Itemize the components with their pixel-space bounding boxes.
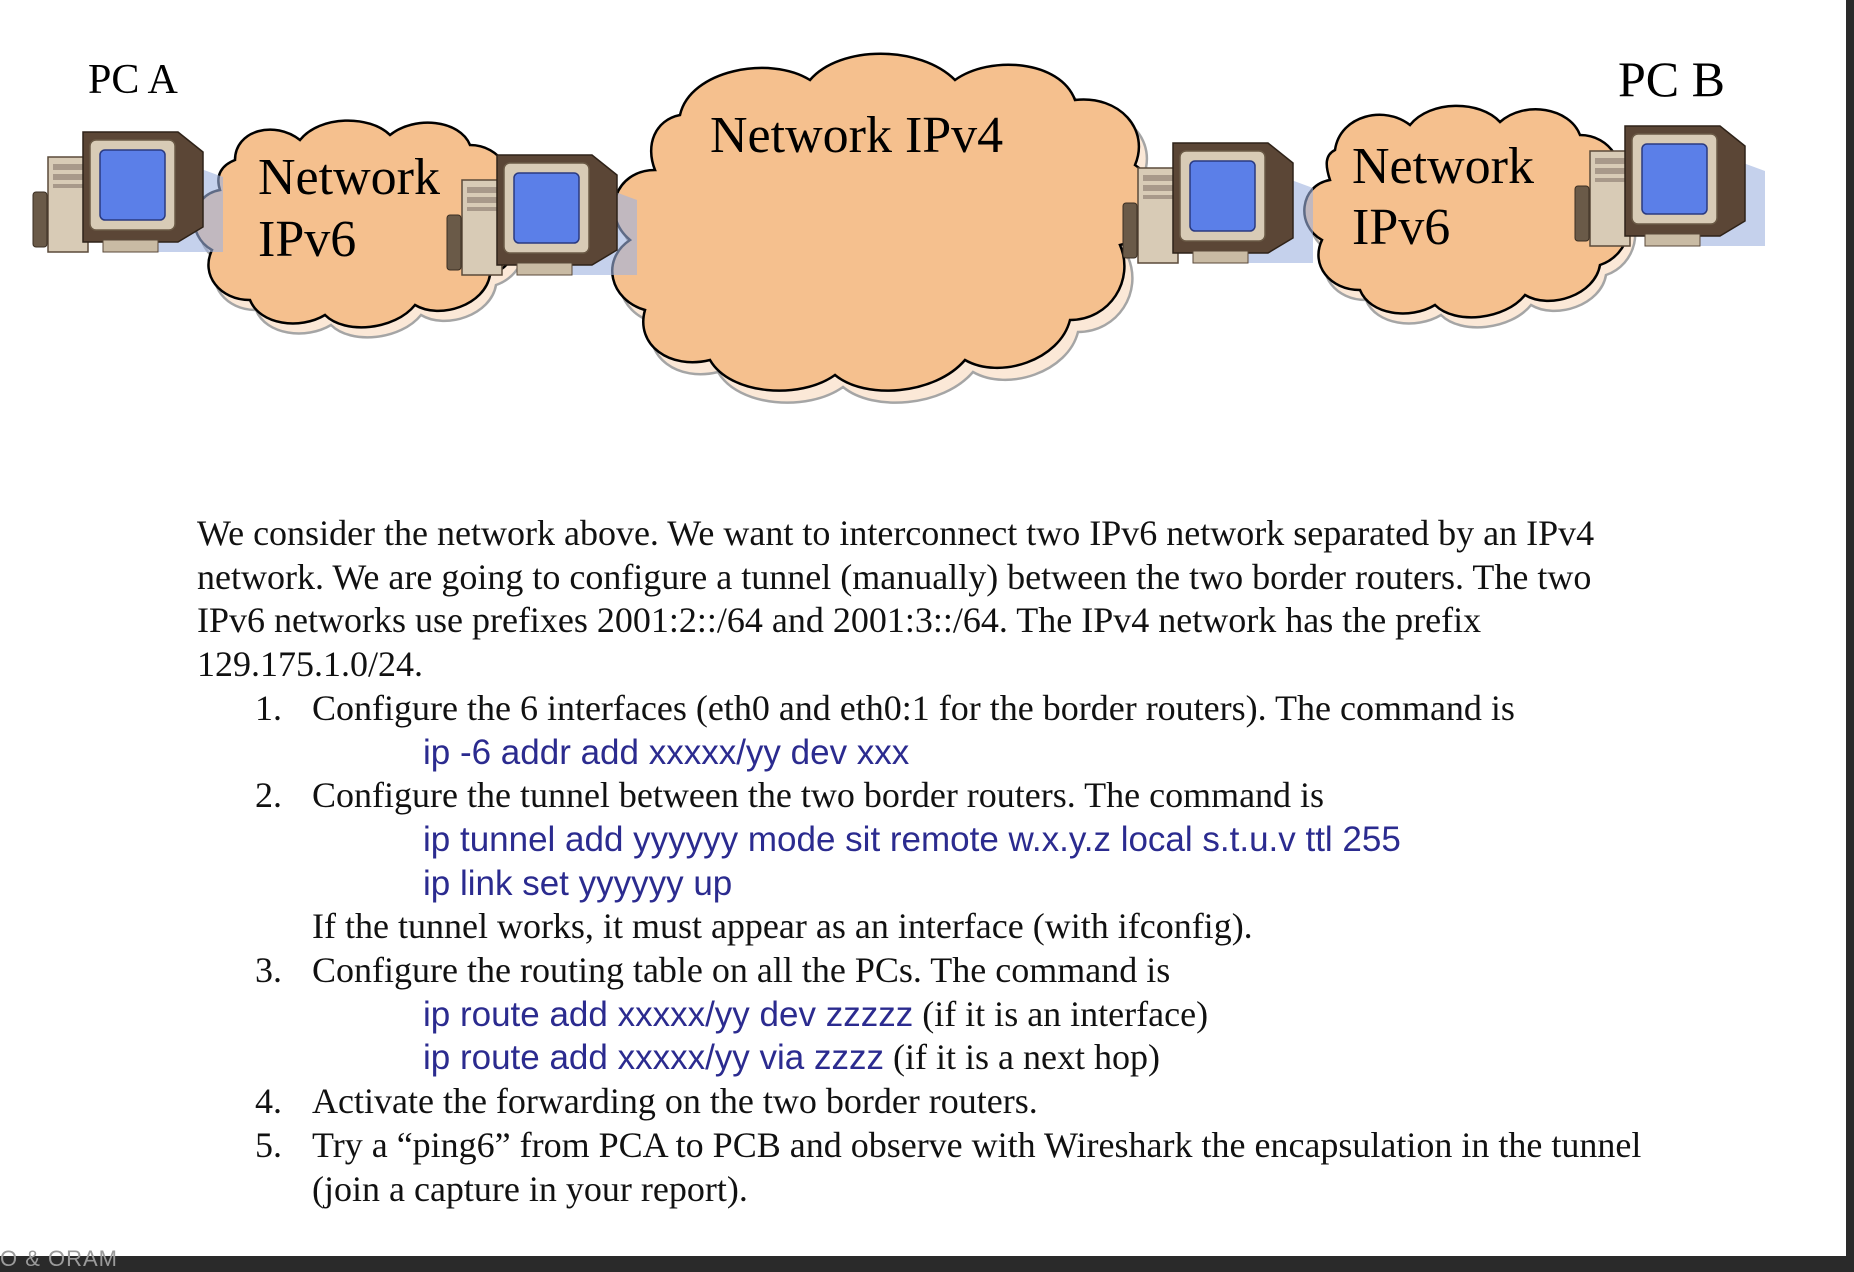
command-row: ip route add xxxxx/yy via zzzz (if it is… (312, 1036, 1657, 1080)
footer-fragment: O & ORAM (0, 1246, 119, 1271)
step-number: 4. (255, 1081, 282, 1122)
step-number: 5. (255, 1124, 282, 1165)
window-bottom-edge (0, 1256, 1854, 1268)
step-4: 4. Activate the forwarding on the two bo… (197, 1080, 1657, 1124)
pc-a-computer-icon (32, 131, 224, 253)
right-router-computer-icon (1122, 142, 1314, 264)
step-number: 1. (255, 687, 282, 728)
ipv4-cloud-label: Network IPv4 (710, 107, 1003, 164)
command-line: ip link set yyyyyy up (423, 863, 733, 903)
command-line: ip tunnel add yyyyyy mode sit remote w.x… (423, 819, 1401, 859)
network-diagram: PC A PC B Network IPv4 Network IPv6 Netw… (32, 51, 1766, 404)
step-text: Configure the 6 interfaces (eth0 and eth… (312, 687, 1515, 728)
step-1: 1. Configure the 6 interfaces (eth0 and … (197, 687, 1657, 774)
pc-b-label: PC B (1618, 51, 1725, 107)
right-cloud-label-line1: Network (1352, 138, 1534, 195)
step-number: 2. (255, 775, 282, 816)
step-followup-text: If the tunnel works, it must appear as a… (312, 906, 1253, 947)
step-text: Configure the routing table on all the P… (312, 950, 1171, 991)
step-text: Try a “ping6” from PCA to PCB and observ… (312, 1124, 1642, 1209)
step-text: Activate the forwarding on the two borde… (312, 1081, 1038, 1122)
left-cloud-label-line2: IPv6 (258, 211, 356, 268)
right-cloud-label-line2: IPv6 (1352, 199, 1450, 256)
step-5: 5. Try a “ping6” from PCA to PCB and obs… (197, 1124, 1657, 1211)
command-line: ip route add xxxxx/yy via zzzz (423, 1038, 884, 1078)
intro-paragraph: We consider the network above. We want t… (197, 513, 1595, 685)
step-3: 3. Configure the routing table on all th… (197, 949, 1657, 1080)
exercise-text: We consider the network above. We want t… (197, 512, 1657, 1211)
command-line: ip route add xxxxx/yy dev zzzzz (423, 994, 914, 1034)
step-text: Configure the tunnel between the two bor… (312, 775, 1325, 816)
command-note: (if it is an interface) (913, 993, 1209, 1034)
command-line: ip -6 addr add xxxxx/yy dev xxx (423, 732, 910, 772)
step-number: 3. (255, 950, 282, 991)
step-2: 2. Configure the tunnel between the two … (197, 774, 1657, 949)
command-note: (if it is a next hop) (884, 1037, 1160, 1078)
command-row: ip route add xxxxx/yy dev zzzzz (if it i… (312, 993, 1657, 1037)
pc-a-label: PC A (88, 57, 179, 103)
left-cloud-label-line1: Network (258, 149, 440, 206)
